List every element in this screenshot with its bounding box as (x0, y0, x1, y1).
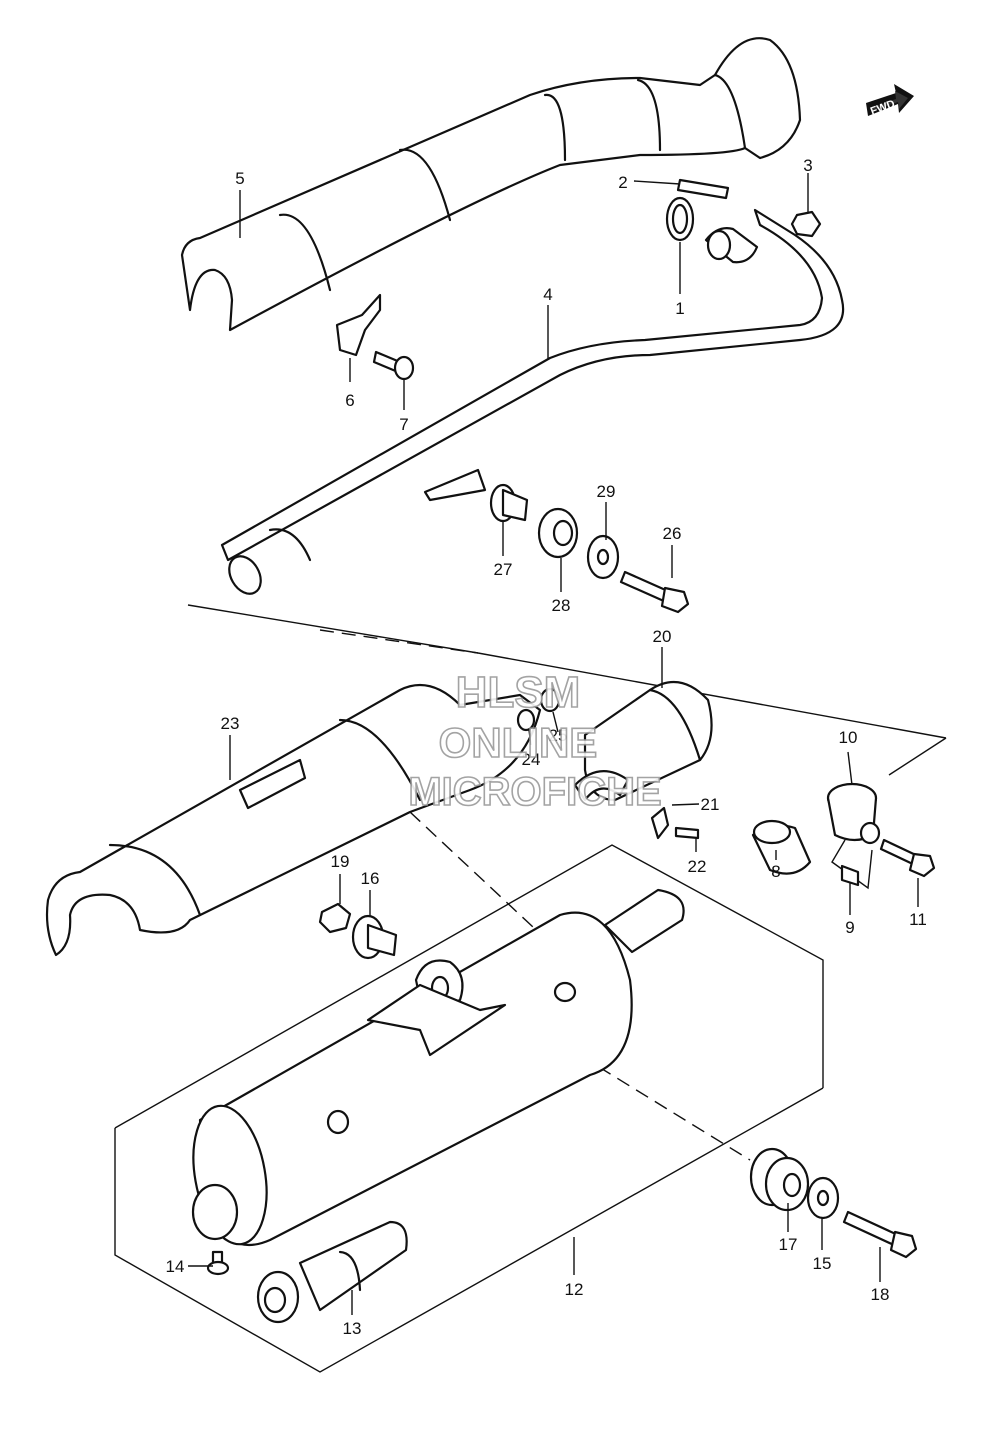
callout-25: 25 (549, 726, 568, 745)
callout-17: 17 (779, 1235, 798, 1254)
nut (790, 210, 822, 238)
callout-12: 12 (565, 1280, 584, 1299)
callout-29: 29 (597, 482, 616, 501)
callout-8: 8 (771, 862, 780, 881)
pipe-clamp (826, 782, 881, 890)
arrester-screw (206, 1250, 230, 1276)
washer (806, 1176, 840, 1220)
spark-arrester (256, 1220, 408, 1324)
callout-3: 3 (803, 156, 812, 175)
cushion (537, 507, 579, 559)
callouts: 1 2 3 4 5 6 7 8 9 10 11 12 13 14 15 16 1… (166, 156, 927, 1338)
shield-bracket (335, 293, 382, 357)
callout-26: 26 (663, 524, 682, 543)
pipe-heat-shield (180, 37, 802, 332)
callout-2: 2 (618, 173, 627, 192)
assembly-outlines (114, 604, 947, 1373)
watermark-line-3: MICROFICHE (408, 770, 661, 814)
exhaust-pipe (220, 208, 845, 595)
gasket-ring (665, 196, 695, 242)
callout-16: 16 (361, 869, 380, 888)
forward-arrow-icon: FWD (866, 84, 914, 118)
callout-20: 20 (653, 627, 672, 646)
collar (489, 483, 529, 523)
callout-15: 15 (813, 1254, 832, 1273)
connector-cover (573, 680, 713, 802)
muffler-heat-shield (45, 683, 542, 957)
muffler-gasket (751, 819, 812, 875)
callout-4: 4 (543, 285, 552, 304)
spacer (840, 864, 860, 887)
callout-1: 1 (675, 299, 684, 318)
callout-9: 9 (845, 918, 854, 937)
callout-14: 14 (166, 1257, 185, 1276)
washer (586, 534, 620, 580)
clamp-bolt (879, 838, 936, 878)
callout-5: 5 (235, 169, 244, 188)
watermark-line-1: HLSM (456, 668, 581, 717)
screw (539, 687, 561, 713)
callout-10: 10 (839, 728, 858, 747)
callout-22: 22 (688, 857, 707, 876)
shield-nut (318, 902, 352, 934)
callout-19: 19 (331, 852, 350, 871)
callout-7: 7 (399, 415, 408, 434)
callout-18: 18 (871, 1285, 890, 1304)
callout-23: 23 (221, 714, 240, 733)
callout-leaders (188, 173, 919, 1315)
callout-11: 11 (909, 910, 927, 929)
callout-28: 28 (552, 596, 571, 615)
pipe-mount-bolt (619, 570, 690, 614)
callout-21: 21 (701, 795, 720, 814)
callout-13: 13 (343, 1319, 362, 1338)
shield-spacer (351, 914, 398, 960)
bolt (372, 350, 415, 381)
callout-27: 27 (494, 560, 513, 579)
callout-24: 24 (522, 750, 541, 769)
washer (516, 708, 536, 732)
callout-6: 6 (345, 391, 354, 410)
mount-cushion (749, 1147, 810, 1212)
watermark-line-2: ONLINE (439, 719, 598, 766)
stud-bolt (676, 178, 730, 200)
cover-bolt (674, 826, 700, 840)
mount-bolt (842, 1210, 918, 1259)
muffler (191, 888, 685, 1247)
cover-clip (650, 806, 670, 840)
watermark: HLSM ONLINE MICROFICHE (408, 667, 663, 815)
